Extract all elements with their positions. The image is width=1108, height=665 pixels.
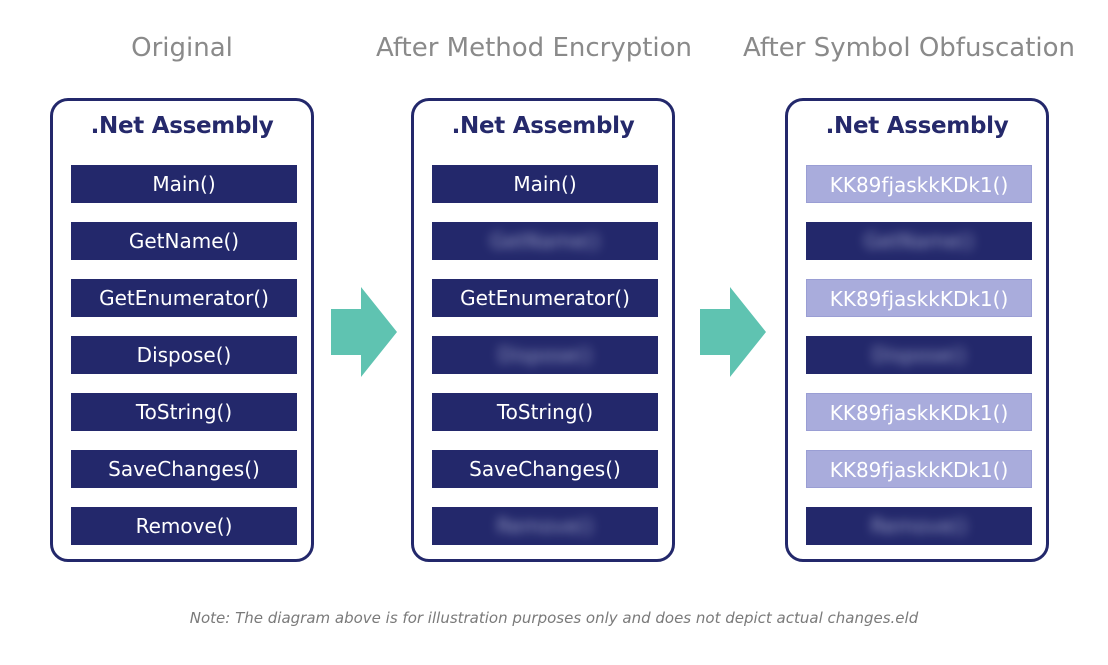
method-label: GetName() — [489, 229, 601, 253]
method-label: KK89fjaskkKDk1() — [829, 401, 1009, 425]
stage-title-original: Original — [131, 33, 233, 63]
footnote: Note: The diagram above is for illustrat… — [189, 609, 919, 627]
assembly-panel-symbol-obfuscation: .Net Assembly KK89fjaskkKDk1() GetName() K… — [785, 98, 1049, 562]
method-label: KK89fjaskkKDk1() — [829, 173, 1009, 197]
method-label: Dispose() — [871, 343, 967, 367]
method-row-normal: Remove() — [71, 507, 297, 545]
method-row-obfuscated: KK89fjaskkKDk1() — [806, 279, 1032, 317]
method-label: KK89fjaskkKDk1() — [829, 287, 1009, 311]
method-label: GetEnumerator() — [460, 286, 630, 310]
method-row-normal: GetEnumerator() — [432, 279, 658, 317]
panel-title: .Net Assembly — [825, 113, 1009, 139]
method-row-normal: GetEnumerator() — [71, 279, 297, 317]
method-label: ToString() — [496, 400, 594, 424]
method-label: Main() — [152, 172, 216, 196]
method-row-encrypted: Dispose() — [806, 336, 1032, 374]
method-label: Remove() — [135, 514, 233, 538]
method-row-obfuscated: KK89fjaskkKDk1() — [806, 450, 1032, 488]
arrow-right-icon — [331, 287, 397, 377]
method-row-encrypted: GetName() — [432, 222, 658, 260]
method-row-normal: ToString() — [432, 393, 658, 431]
method-label: SaveChanges() — [469, 457, 621, 481]
stage-title-method-encryption: After Method Encryption — [375, 33, 693, 63]
method-label: KK89fjaskkKDk1() — [829, 458, 1009, 482]
method-row-normal: SaveChanges() — [432, 450, 658, 488]
method-row-encrypted: Remove() — [806, 507, 1032, 545]
method-row-normal: Dispose() — [71, 336, 297, 374]
method-label: Remove() — [496, 514, 594, 538]
method-row-obfuscated: KK89fjaskkKDk1() — [806, 165, 1032, 203]
panel-title: .Net Assembly — [451, 113, 635, 139]
method-label: ToString() — [135, 400, 233, 424]
panel-title: .Net Assembly — [90, 113, 274, 139]
method-row-normal: Main() — [71, 165, 297, 203]
method-row-normal: GetName() — [71, 222, 297, 260]
method-label: Remove() — [870, 514, 968, 538]
method-row-encrypted: Dispose() — [432, 336, 658, 374]
method-row-encrypted: GetName() — [806, 222, 1032, 260]
method-label: Main() — [513, 172, 577, 196]
method-label: GetName() — [863, 229, 975, 253]
method-row-normal: Main() — [432, 165, 658, 203]
method-label: GetEnumerator() — [99, 286, 269, 310]
stage-title-symbol-obfuscation: After Symbol Obfuscation — [743, 33, 1075, 63]
arrow-right-icon — [700, 287, 766, 377]
method-row-normal: ToString() — [71, 393, 297, 431]
method-label: SaveChanges() — [108, 457, 260, 481]
assembly-panel-original: .Net Assembly Main() GetName() GetEnumerat… — [50, 98, 314, 562]
assembly-panel-method-encryption: .Net Assembly Main() GetName() GetEnumerat… — [411, 98, 675, 562]
method-label: GetName() — [128, 229, 240, 253]
method-row-encrypted: Remove() — [432, 507, 658, 545]
method-row-normal: SaveChanges() — [71, 450, 297, 488]
method-label: Dispose() — [136, 343, 232, 367]
method-label: Dispose() — [497, 343, 593, 367]
method-row-obfuscated: KK89fjaskkKDk1() — [806, 393, 1032, 431]
